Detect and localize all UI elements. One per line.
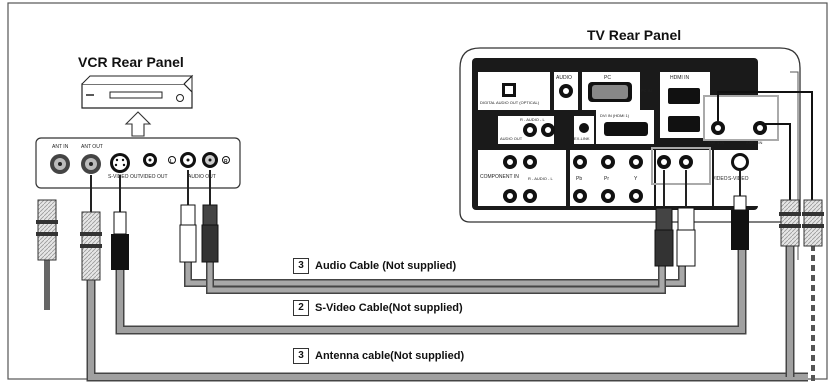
tv-svideo-plug	[731, 195, 749, 250]
antenna-cable-route	[86, 280, 808, 382]
vcr-ant-in-label: ANT IN	[52, 144, 69, 150]
tv-svideo-label: S-VIDEO	[728, 176, 749, 182]
audio-cable-text: Audio Cable (Not supplied)	[315, 260, 457, 272]
vcr-audio-out-label: AUDIO OUT	[188, 174, 216, 180]
tv-ant-in-label: ANT 1 IN	[708, 140, 724, 145]
vcr-video-out-label: VIDEO OUT	[140, 174, 168, 180]
antenna-cable-text: Antenna cable(Not supplied)	[315, 350, 465, 362]
audio-cable-route	[184, 262, 686, 294]
tv-audio-plugs	[654, 207, 696, 267]
tv-ex-link-label: EX-LINK	[574, 136, 590, 141]
vcr-r-label: R	[224, 159, 228, 165]
tv-audio-label: AUDIO	[556, 75, 572, 81]
tv-pc-in-label: PC IN	[641, 88, 652, 93]
tv-pc-label: PC	[604, 75, 611, 81]
tv-audio-out-label: AUDIO OUT	[500, 136, 523, 141]
vcr-ant-out-label: ANT OUT	[81, 144, 103, 150]
vcr-antenna-connector	[80, 211, 102, 281]
tv-component-in-label: COMPONENT IN	[480, 174, 519, 180]
vcr-l-label: L	[170, 159, 173, 165]
vcr-svideo-out-label: S-VIDEO OUT	[108, 174, 141, 180]
tv-y-label: Y	[634, 176, 638, 182]
tv-ant-in-2-label: ANT 2 IN	[746, 140, 762, 145]
vcr-audio-plugs	[179, 204, 219, 263]
tv-video-label: VIDEO	[712, 176, 728, 182]
svideo-cable-step: 2	[293, 300, 309, 316]
antenna-cable-step: 3	[293, 348, 309, 364]
tv-pb-label: Pb	[576, 176, 582, 182]
audio-cable-label: 3 Audio Cable (Not supplied)	[293, 258, 456, 274]
tv-audio-lr-label: R - AUDIO - L	[520, 117, 545, 122]
tv-antenna-connectors	[779, 199, 824, 247]
wall-antenna-connector	[36, 199, 58, 261]
svideo-cable-text: S-Video Cable(Not supplied)	[315, 302, 463, 314]
vcr-unit	[81, 74, 194, 109]
tv-hdmi-in-label: HDMI IN	[670, 75, 690, 81]
vcr-panel-title: VCR Rear Panel	[78, 54, 184, 70]
antenna-cable-label: 3 Antenna cable(Not supplied)	[293, 348, 464, 364]
arrow-up-icon	[124, 111, 152, 137]
tv-component-audio-label: R - AUDIO - L	[528, 176, 553, 181]
vcr-svideo-plug	[111, 211, 129, 270]
tv-digital-audio-label: DIGITAL AUDIO OUT (OPTICAL)	[480, 100, 540, 105]
svideo-cable-route	[115, 250, 747, 335]
tv-panel-title: TV Rear Panel	[587, 27, 682, 43]
svideo-cable-label: 2 S-Video Cable(Not supplied)	[293, 300, 463, 316]
tv-rear-panel	[459, 47, 801, 223]
tv-dvi-in-label: DVI IN (HDMI 1)	[600, 113, 630, 118]
tv-pr-label: Pr	[604, 176, 609, 182]
audio-cable-step: 3	[293, 258, 309, 274]
